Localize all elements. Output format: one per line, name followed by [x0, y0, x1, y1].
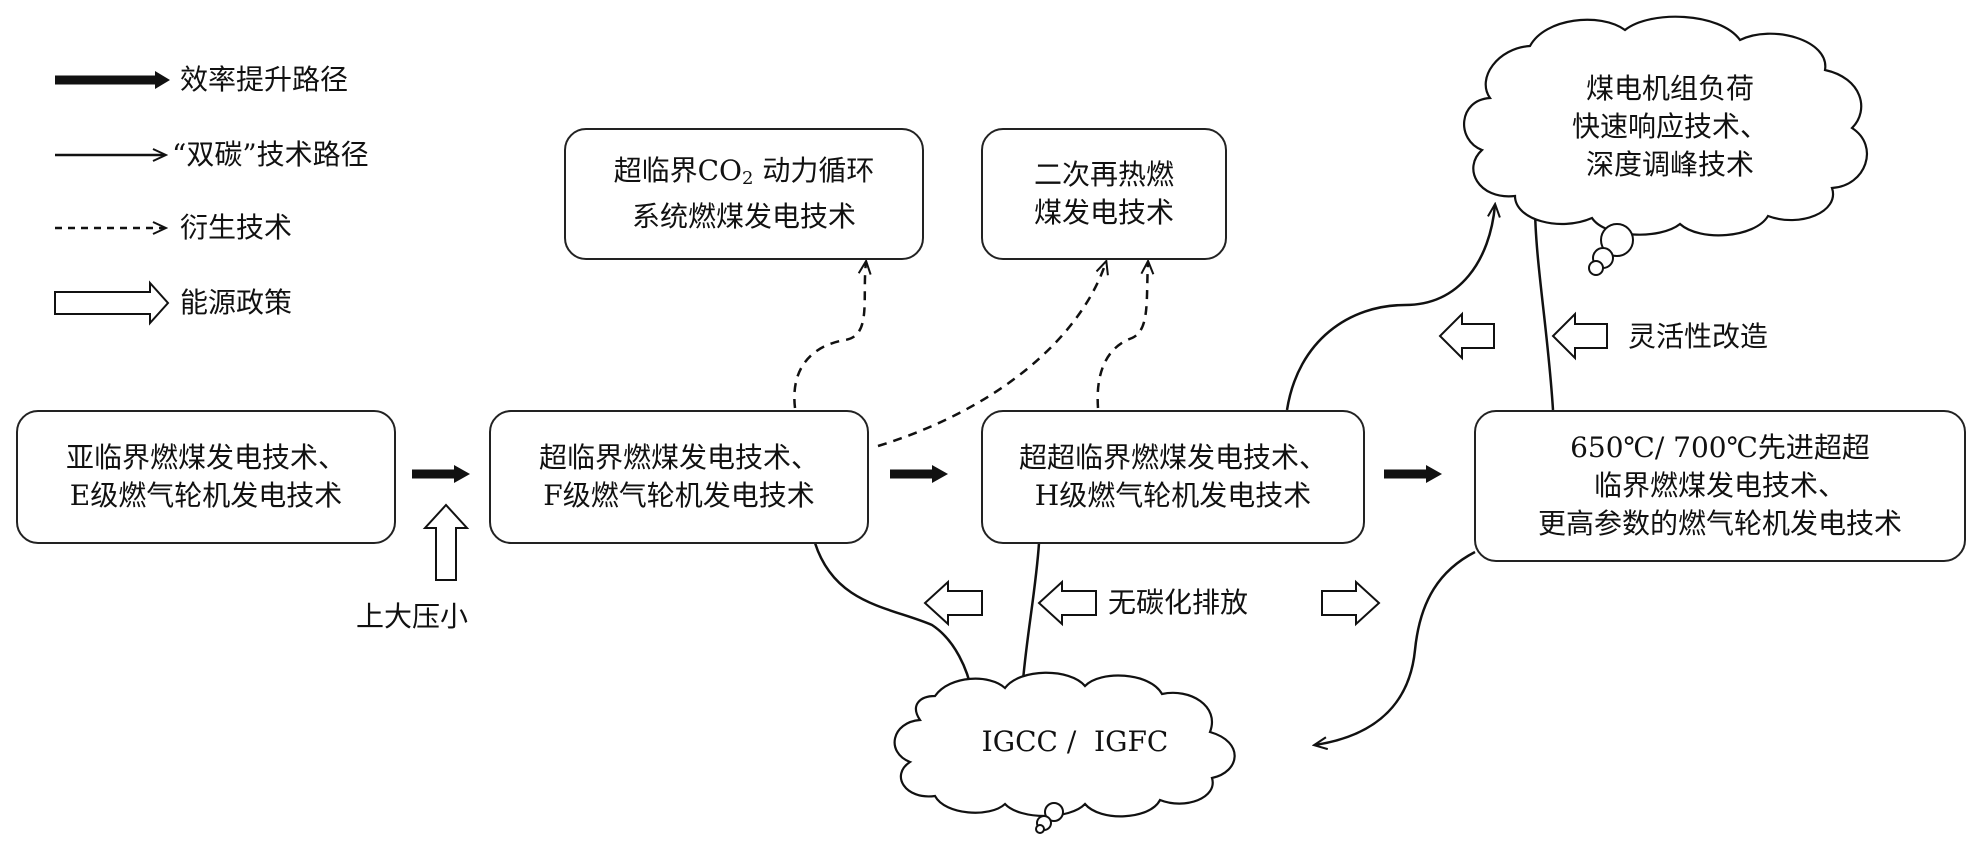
efficiency-arrow-2: [890, 465, 948, 483]
legend-dual-carbon-label: “双碳”技术路径: [172, 138, 369, 171]
policy-arrow-no-carbon-right: [1321, 579, 1381, 627]
derived-arrow-sc-to-double-reheat: [877, 262, 1106, 448]
derived-arrow-to-sco2: [793, 262, 866, 409]
carbon-arrow-ausc-to-flex: [1535, 205, 1555, 411]
node-advanced-usc-line1: 650℃/ 700℃先进超超: [1570, 431, 1870, 464]
node-sco2-line1: 超临界CO2 动力循环: [613, 154, 875, 189]
node-double-reheat: 二次再热燃 煤发电技术: [981, 128, 1227, 260]
node-sco2-line2: 系统燃煤发电技术: [631, 200, 856, 233]
policy-label-flex-retrofit: 灵活性改造: [1628, 320, 1769, 353]
flexibility-cloud-bubbles: [1588, 223, 1634, 276]
policy-arrow-no-carbon-left-2: [1037, 579, 1097, 627]
node-advanced-usc: 650℃/ 700℃先进超超 临界燃煤发电技术、 更高参数的燃气轮机发电技术: [1474, 410, 1966, 562]
policy-arrow-phase-out: [422, 503, 470, 581]
legend-efficiency-arrow: [55, 71, 170, 89]
node-subcritical-line2: E级燃气轮机发电技术: [69, 479, 343, 512]
legend-efficiency-label: 效率提升路径: [180, 63, 349, 96]
node-double-reheat-line2: 煤发电技术: [1033, 196, 1174, 229]
node-subcritical: 亚临界燃煤发电技术、 E级燃气轮机发电技术: [16, 410, 396, 544]
node-double-reheat-line1: 二次再热燃: [1033, 158, 1174, 191]
carbon-arrow-usc-to-igcc: [1022, 542, 1041, 693]
node-advanced-usc-line3: 更高参数的燃气轮机发电技术: [1537, 507, 1902, 540]
node-advanced-usc-line2: 临界燃煤发电技术、: [1593, 469, 1846, 502]
policy-arrow-no-carbon-left-1: [923, 579, 983, 627]
node-ultra-supercritical-line2: H级燃气轮机发电技术: [1034, 479, 1312, 512]
policy-label-no-carbon: 无碳化排放: [1108, 586, 1249, 619]
policy-label-phase-out: 上大压小: [356, 600, 469, 633]
node-ultra-supercritical: 超超临界燃煤发电技术、 H级燃气轮机发电技术: [981, 410, 1365, 544]
policy-arrow-flex-2: [1551, 311, 1608, 361]
node-igcc-line1: IGCC / IGFC: [981, 725, 1169, 758]
node-flexibility-line2: 快速响应技术、: [1571, 110, 1768, 143]
node-ultra-supercritical-line1: 超超临界燃煤发电技术、: [1018, 441, 1327, 474]
legend-policy-arrow: [54, 280, 170, 326]
carbon-arrow-sc-to-igcc: [813, 542, 972, 693]
node-supercritical: 超临界燃煤发电技术、 F级燃气轮机发电技术: [489, 410, 869, 544]
legend-derived-label: 衍生技术: [180, 211, 293, 244]
node-subcritical-line1: 亚临界燃煤发电技术、: [65, 441, 346, 474]
node-flexibility-line1: 煤电机组负荷: [1585, 72, 1754, 105]
legend-policy-label: 能源政策: [180, 286, 293, 319]
node-flexibility-line3: 深度调峰技术: [1585, 148, 1754, 181]
node-supercritical-line1: 超临界燃煤发电技术、: [538, 441, 819, 474]
node-supercritical-line2: F级燃气轮机发电技术: [543, 479, 815, 512]
igcc-cloud: [893, 671, 1236, 818]
carbon-arrow-ausc-to-igcc: [1315, 550, 1476, 745]
node-sco2: 超临界CO2 动力循环 系统燃煤发电技术: [564, 128, 924, 260]
derived-arrow-usc-to-double-reheat: [1096, 262, 1148, 409]
efficiency-arrow-1: [412, 465, 470, 483]
carbon-arrow-usc-to-flex: [1285, 205, 1495, 411]
policy-arrow-flex-1: [1438, 311, 1495, 361]
flexibility-cloud: [1463, 15, 1869, 237]
efficiency-arrow-3: [1384, 465, 1442, 483]
igcc-cloud-bubbles: [1035, 802, 1064, 834]
node-flexibility: 煤电机组负荷 快速响应技术、 深度调峰技术: [1520, 70, 1820, 184]
node-igcc: IGCC / IGFC: [940, 723, 1210, 761]
